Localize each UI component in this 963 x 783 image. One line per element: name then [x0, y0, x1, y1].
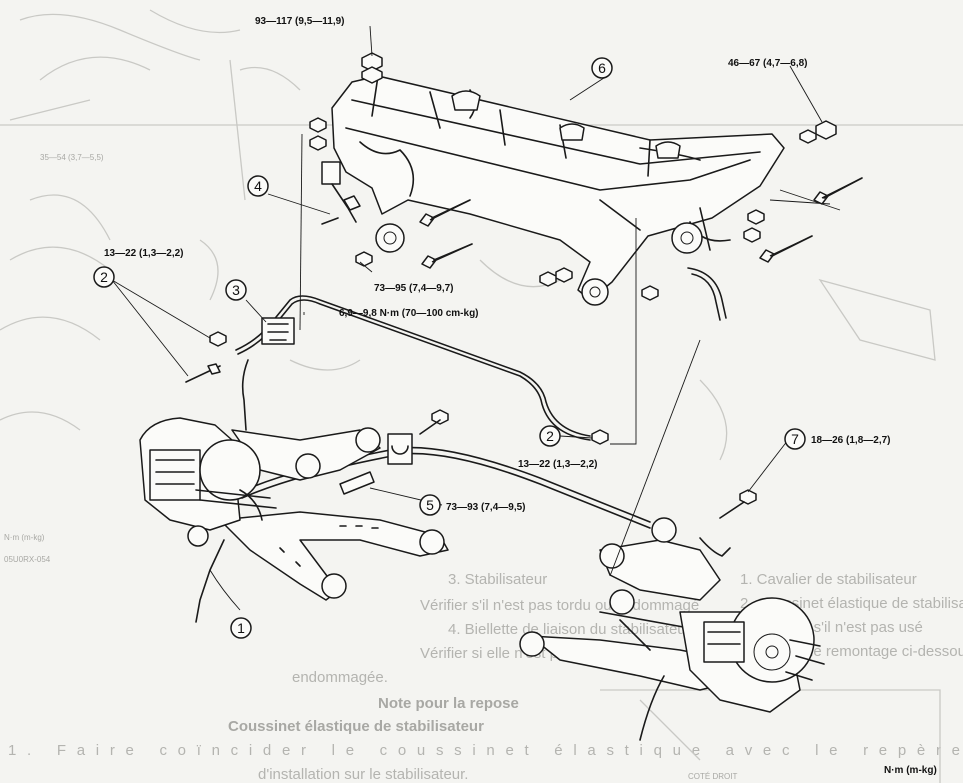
ghost-note-title: Note pour la repose: [378, 695, 519, 712]
hose-clip-icon: [343, 195, 361, 211]
torque-label: 13—22 (1,3—2,2): [104, 248, 184, 259]
ghost-right-line: 1. Cavalier de stabilisateur: [740, 571, 917, 588]
ghost-outline: [9, 9, 241, 241]
bolt-icon: [431, 409, 449, 425]
stabilizer-bar: [239, 409, 757, 529]
ghost-outline: [0, 246, 111, 431]
bolt-icon: [739, 489, 757, 505]
torque-label: 73—93 (7,4—9,5): [446, 502, 526, 513]
ghost-left-line: Vérifier s'il n'est pas tordu ou endomma…: [420, 597, 699, 614]
washer-icon: [799, 129, 817, 144]
callout-3: 3: [225, 279, 247, 301]
bolt-icon: [823, 177, 863, 199]
torque-label: 13—22 (1,3—2,2): [518, 459, 598, 470]
subframe-mount-bushing-right: [671, 222, 703, 254]
left-suspension-assembly: [139, 417, 449, 623]
callout-7: 7: [784, 428, 806, 450]
nut-icon: [641, 285, 659, 301]
svg-text:2: 2: [546, 428, 554, 444]
unit-note: N·m (m-kg): [884, 765, 937, 776]
ghost-left-line: endommagée.: [292, 669, 388, 686]
svg-text:3: 3: [232, 282, 240, 298]
brake-line-assembly: [185, 161, 727, 445]
lower-arm-left: [219, 511, 449, 601]
bolt-icon: [339, 471, 375, 495]
washer-icon: [361, 66, 383, 84]
stabilizer-bushing-bracket: [387, 433, 413, 465]
svg-text:1: 1: [237, 620, 245, 636]
torque-label: 46—67 (4,7—6,8): [728, 58, 808, 69]
ghost-note-line: d'installation sur le stabilisateur.: [258, 766, 468, 783]
hub-left: [199, 439, 261, 501]
svg-text:6: 6: [598, 60, 606, 76]
subframe-mount-bushing-left: [375, 223, 405, 253]
ghost-small-label: 05U0RX-054: [4, 555, 51, 564]
bolt-icon: [321, 217, 339, 225]
bolt-icon: [771, 235, 813, 257]
callout-4: 4: [247, 175, 269, 197]
leader-lines: [111, 25, 841, 611]
subframe-mount-bushing-front: [581, 278, 609, 306]
svg-text:5: 5: [426, 497, 434, 513]
nut-icon: [815, 120, 837, 140]
brake-hose-joint: [321, 161, 341, 185]
bolt-icon: [431, 199, 471, 219]
ghost-outline: [199, 59, 728, 461]
nut-icon: [743, 209, 765, 243]
ghost-left-line: 3. Stabilisateur: [448, 571, 547, 588]
ghost-left-line: 4. Biellette de liaison du stabilisateur: [448, 621, 691, 638]
callout-2-right: 2: [539, 425, 561, 447]
callout-1: 1: [230, 617, 252, 639]
torque-labels: 93—117 (9,5—11,9) 46—67 (4,7—6,8) 13—22 …: [104, 16, 891, 513]
callout-circles: 1 2 2 3 4 5 6 7: [93, 57, 806, 639]
ghost-small-label: N·m (m-kg): [4, 533, 45, 542]
ghost-note-line: 1. Faire coïncider le coussinet élastiqu…: [8, 742, 960, 759]
torque-label: 18—26 (1,8—2,7): [811, 435, 891, 446]
svg-text:2: 2: [100, 269, 108, 285]
ghost-small-label: 35—54 (3,7—5,5): [40, 153, 104, 162]
nut-icon: [309, 117, 327, 151]
bolt-icon: [433, 243, 473, 261]
flare-nut-icon: [591, 429, 609, 445]
torque-label: 93—117 (9,5—11,9): [255, 16, 345, 27]
ghost-note-subtitle: Coussinet élastique de stabilisateur: [228, 718, 484, 735]
svg-text:7: 7: [791, 431, 799, 447]
rear-crossmember: [331, 75, 785, 306]
flare-nut-icon: [209, 331, 227, 347]
nut-icon: [539, 267, 573, 287]
right-suspension-assembly: [519, 517, 825, 741]
callout-5: 5: [419, 494, 441, 516]
svg-text:4: 4: [254, 178, 262, 194]
torque-label: 6,9—9,8 N·m (70—100 cm-kg): [339, 308, 479, 319]
ghost-small-label: COTÉ DROIT: [688, 772, 737, 781]
callout-6: 6: [591, 57, 613, 79]
torque-label: 73—95 (7,4—9,7): [374, 283, 454, 294]
brake-caliper-left: [149, 449, 201, 501]
callout-2-left: 2: [93, 266, 115, 288]
nut-icon: [355, 251, 373, 267]
brake-disc-right: [729, 597, 815, 683]
brake-caliper-right: [703, 621, 745, 663]
subframe-fasteners: [309, 52, 863, 301]
